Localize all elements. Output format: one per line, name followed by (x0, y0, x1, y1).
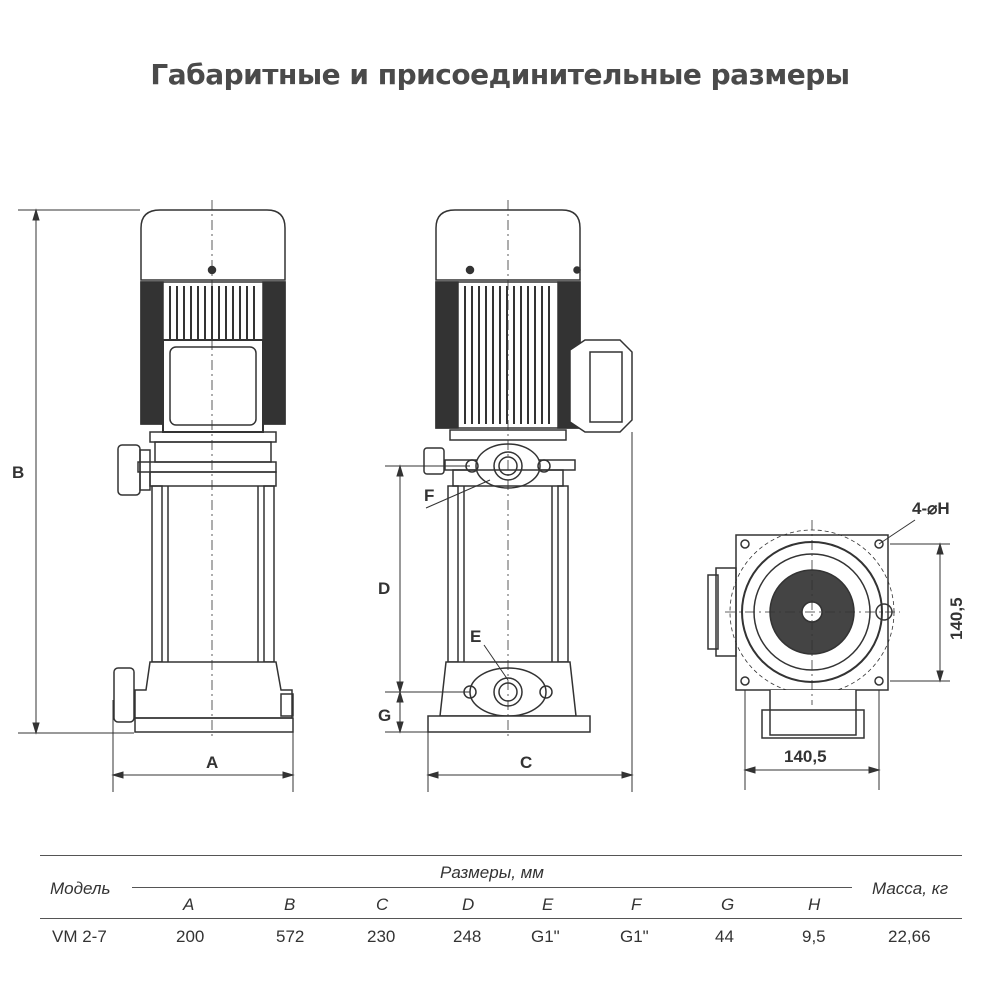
label-dim-vertical: 140,5 (947, 597, 966, 640)
table-header-rule (40, 918, 962, 919)
col-header-a: A (183, 895, 195, 914)
cell-e: G1" (531, 927, 560, 946)
cell-d: 248 (453, 927, 482, 946)
cell-mass: 22,66 (888, 927, 931, 946)
pump-dimension-drawing: B A C D G F E 4-⌀H 140,5 140,5 (12, 200, 966, 792)
label-e: E (470, 627, 481, 646)
pump-top-view (707, 520, 900, 739)
col-header-b: B (284, 895, 296, 914)
label-b: B (12, 463, 24, 482)
cell-c: 230 (367, 927, 396, 946)
cell-f: G1" (620, 927, 649, 946)
page-title: Габаритные и присоединительные размеры (150, 58, 850, 91)
header-dimensions: Размеры, мм (440, 863, 544, 882)
label-d: D (378, 579, 390, 598)
table-sub-rule (132, 887, 852, 888)
col-header-d: D (462, 895, 475, 914)
cell-a: 200 (176, 927, 205, 946)
pump-front-view (113, 200, 294, 740)
cell-b: 572 (276, 927, 305, 946)
label-a: A (206, 753, 218, 772)
label-holes: 4-⌀H (912, 499, 950, 518)
col-header-e: E (542, 895, 554, 914)
header-model: Модель (50, 879, 111, 898)
cell-h: 9,5 (802, 927, 826, 946)
col-header-h: H (808, 895, 821, 914)
col-header-g: G (721, 895, 735, 914)
col-header-c: C (376, 895, 389, 914)
row-model: VM 2-7 (52, 927, 107, 946)
label-g: G (378, 706, 391, 725)
label-dim-horizontal: 140,5 (784, 747, 827, 766)
label-f: F (424, 486, 434, 505)
cell-g: 44 (715, 927, 734, 946)
pump-side-view (423, 200, 633, 740)
label-c: C (520, 753, 532, 772)
col-header-f: F (631, 895, 642, 914)
header-mass: Масса, кг (872, 879, 949, 898)
table-top-rule (40, 855, 962, 856)
